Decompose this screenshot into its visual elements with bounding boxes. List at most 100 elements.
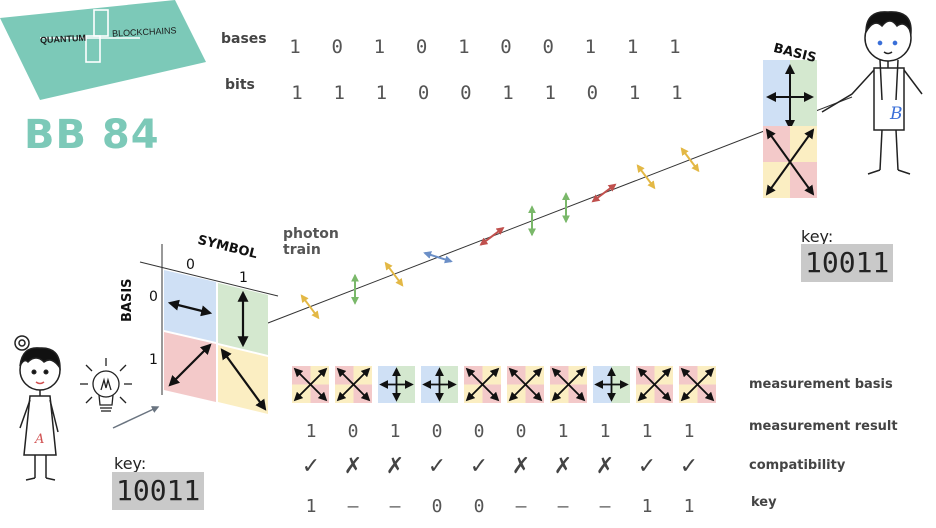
photon-diag-anti-arrow-icon [479, 226, 505, 246]
measurement-result-value: 0 [347, 421, 359, 442]
base-value: 0 [542, 36, 554, 58]
base-value: 1 [584, 36, 597, 58]
photon-diag-main-arrow-icon [636, 164, 656, 190]
base-value: 1 [626, 36, 639, 58]
compatibility-mark: ✓ [637, 454, 657, 479]
base-value: 1 [669, 36, 681, 58]
symbol-col-0: 0 [186, 257, 195, 273]
compatibility-mark: ✗ [511, 454, 531, 479]
key-bit-value: – [347, 496, 359, 517]
symbol-table [139, 244, 279, 414]
bit-value: 1 [333, 82, 345, 104]
key-bit-value: – [599, 496, 611, 517]
diagonal-basis-icon [636, 366, 673, 403]
diagonal-arrow-icon [220, 348, 267, 411]
measurement-result-value: 0 [473, 421, 485, 442]
key-bit-value: 0 [431, 496, 443, 517]
rectilinear-basis-icon [378, 366, 415, 403]
base-value: 1 [458, 36, 470, 58]
base-value: 0 [415, 36, 428, 58]
base-value: 1 [373, 36, 386, 58]
horizontal-arrow-icon [167, 299, 213, 317]
bit-value: 0 [417, 82, 430, 104]
measurement-basis-row [292, 366, 716, 403]
cell-basis0-bit0 [164, 270, 216, 342]
diagonal-basis-icon [507, 366, 544, 403]
bob-key-value: 10011 [801, 244, 894, 282]
measurement-result-value: 0 [515, 421, 527, 442]
anti-diagonal-arrow-icon [168, 343, 212, 387]
key-bit-value: 1 [683, 496, 695, 517]
bit-value: 1 [544, 82, 556, 104]
bit-value: 1 [628, 82, 641, 104]
rectilinear-basis-icon [421, 366, 458, 403]
measurement-result-value: 1 [599, 421, 611, 442]
bases-label: bases [221, 31, 267, 47]
logo [0, 0, 206, 100]
key-row-label: key [751, 495, 777, 510]
key-bit-value: 0 [473, 496, 485, 517]
key-bit-value: 1 [305, 496, 317, 517]
rectilinear-basis-icon [593, 366, 630, 403]
compatibility-mark: ✓ [679, 454, 699, 479]
compatibility-mark: ✓ [469, 454, 489, 479]
measurement-result-value: 1 [641, 421, 653, 442]
diagonal-basis-icon [335, 366, 372, 403]
bob-figure [821, 11, 923, 175]
bit-value: 1 [291, 82, 303, 104]
compatibility-mark: ✗ [385, 454, 405, 479]
photon-train [300, 147, 700, 320]
photon-horizontal-arrow-icon [423, 251, 453, 264]
bit-value: 1 [502, 82, 514, 104]
key-bit-value: – [515, 496, 527, 517]
measurement-result-value: 1 [305, 421, 317, 442]
measurement-result-value: 0 [431, 421, 443, 442]
page-title: BB 84 [24, 112, 160, 158]
base-value: 0 [500, 36, 512, 58]
key-bit-value: – [389, 496, 401, 517]
symbol-col-1: 1 [239, 270, 248, 286]
compatibility-mark: ✓ [427, 454, 447, 479]
photon-diag-main-arrow-icon [680, 147, 700, 173]
compatibility-mark: ✗ [553, 454, 573, 479]
compatibility-label: compatibility [749, 458, 846, 473]
pointer-arrow [112, 406, 160, 429]
measurement-result-value: 1 [557, 421, 569, 442]
measurement-result-value: 1 [389, 421, 401, 442]
bit-value: 1 [671, 82, 683, 104]
photon-label-line2: train [283, 242, 321, 258]
photon-beam-line [267, 96, 853, 324]
bob-basis-box [763, 60, 817, 198]
diagonal-basis-icon [550, 366, 587, 403]
bit-value: 0 [460, 82, 472, 104]
alice-initial: A [35, 432, 45, 447]
bit-value: 1 [375, 82, 388, 104]
photon-diag-main-arrow-icon [300, 294, 320, 320]
bit-value: 0 [586, 82, 599, 104]
base-value: 0 [331, 36, 343, 58]
alice-figure [14, 335, 61, 481]
bob-initial: B [890, 104, 903, 124]
key-bit-value: 1 [641, 496, 653, 517]
photon-label-line1: photon [283, 226, 339, 242]
measurement-result-label: measurement result [749, 419, 898, 434]
measurement-result-value: 1 [683, 421, 695, 442]
bob-key-label: key: [801, 227, 834, 246]
diagonal-basis-icon [292, 366, 329, 403]
alice-key-label: key: [114, 454, 147, 473]
measurement-basis-label: measurement basis [749, 377, 893, 392]
diagonal-basis-icon [464, 366, 501, 403]
photon-diag-anti-arrow-icon [591, 183, 617, 203]
photon-train-label: photon train [283, 226, 339, 258]
compatibility-mark: ✗ [343, 454, 363, 479]
basis-row-1: 1 [149, 352, 158, 368]
bits-label: bits [225, 77, 255, 93]
compatibility-mark: ✗ [595, 454, 615, 479]
basis-row-0: 0 [149, 289, 158, 305]
lightbulb-icon [80, 358, 132, 412]
alice-key-value: 10011 [112, 472, 205, 510]
diagonal-basis-icon [679, 366, 716, 403]
photon-diag-main-arrow-icon [384, 261, 404, 287]
basis-axis-label: BASIS [120, 278, 135, 322]
